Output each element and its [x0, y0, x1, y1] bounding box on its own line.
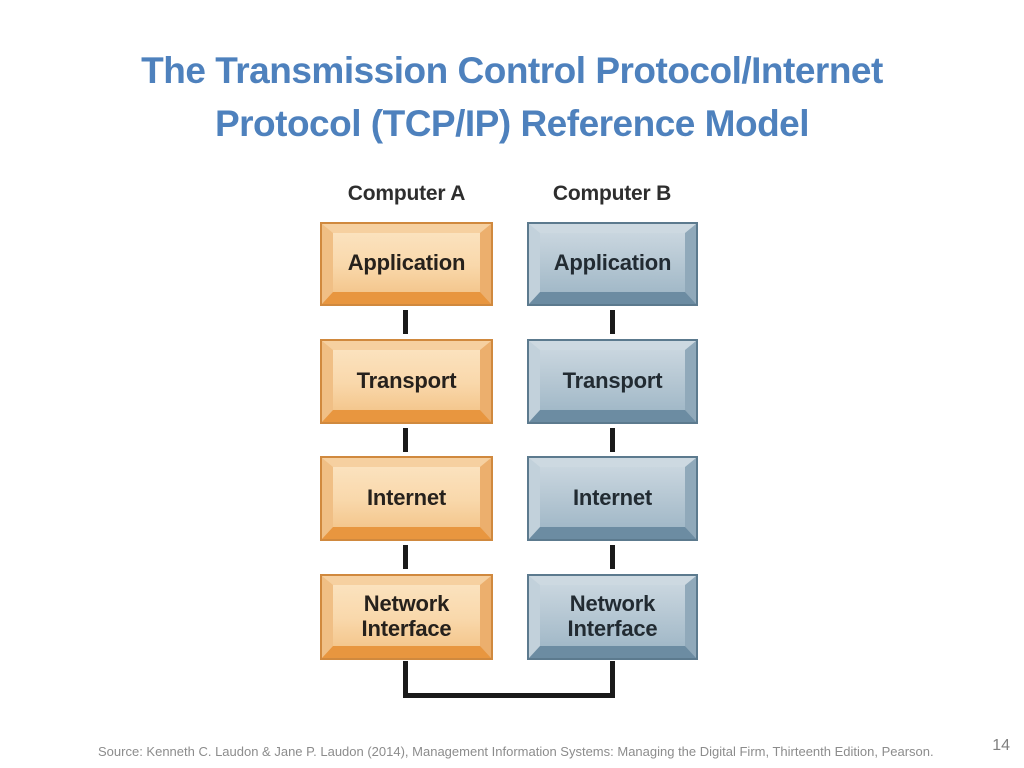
box-bevel: Transport	[529, 341, 696, 422]
source-citation: Source: Kenneth C. Laudon & Jane P. Laud…	[98, 744, 934, 759]
box-face: Network Interface	[540, 585, 685, 646]
page-title: The Transmission Control Protocol/Intern…	[0, 44, 1024, 150]
box-bevel: Network Interface	[529, 576, 696, 658]
layer-box-b-application: Application	[527, 222, 698, 306]
box-bevel: Internet	[529, 458, 696, 539]
connector-a-app-transport	[403, 310, 408, 334]
layer-box-a-internet: Internet	[320, 456, 493, 541]
layer-box-a-transport: Transport	[320, 339, 493, 424]
connector-b-app-transport	[610, 310, 615, 334]
box-bevel: Application	[529, 224, 696, 304]
title-line-1: The Transmission Control Protocol/Intern…	[141, 50, 883, 91]
layer-label: Application	[347, 250, 466, 275]
connector-b-bottom-drop	[610, 661, 615, 695]
connector-b-transport-internet	[610, 428, 615, 452]
layer-box-b-transport: Transport	[527, 339, 698, 424]
box-face: Network Interface	[333, 585, 480, 646]
layer-box-b-internet: Internet	[527, 456, 698, 541]
layer-box-b-network-interface: Network Interface	[527, 574, 698, 660]
box-face: Internet	[333, 467, 480, 527]
layer-box-a-application: Application	[320, 222, 493, 306]
title-line-2: Protocol (TCP/IP) Reference Model	[214, 103, 810, 144]
box-bevel: Internet	[322, 458, 491, 539]
layer-box-a-network-interface: Network Interface	[320, 574, 493, 660]
connector-bottom-horizontal	[403, 693, 615, 698]
layer-label: Transport	[356, 367, 457, 393]
box-face: Transport	[333, 350, 480, 410]
page-number: 14	[992, 737, 1010, 754]
layer-label: Network Interface	[567, 590, 658, 641]
layer-label: Network Interface	[361, 590, 452, 641]
layer-label: Application	[553, 250, 672, 275]
layer-label: Internet	[572, 484, 653, 510]
box-face: Application	[333, 233, 480, 292]
connector-a-transport-internet	[403, 428, 408, 452]
connector-a-internet-netif	[403, 545, 408, 569]
layer-label: Transport	[562, 367, 663, 393]
layer-label: Internet	[366, 484, 447, 510]
computer-b-label: Computer B	[552, 182, 672, 205]
box-face: Transport	[540, 350, 685, 410]
box-bevel: Application	[322, 224, 491, 304]
connector-a-bottom-drop	[403, 661, 408, 695]
connector-b-internet-netif	[610, 545, 615, 569]
box-face: Internet	[540, 467, 685, 527]
computer-a-label: Computer A	[347, 182, 466, 205]
box-bevel: Network Interface	[322, 576, 491, 658]
box-bevel: Transport	[322, 341, 491, 422]
box-face: Application	[540, 233, 685, 292]
